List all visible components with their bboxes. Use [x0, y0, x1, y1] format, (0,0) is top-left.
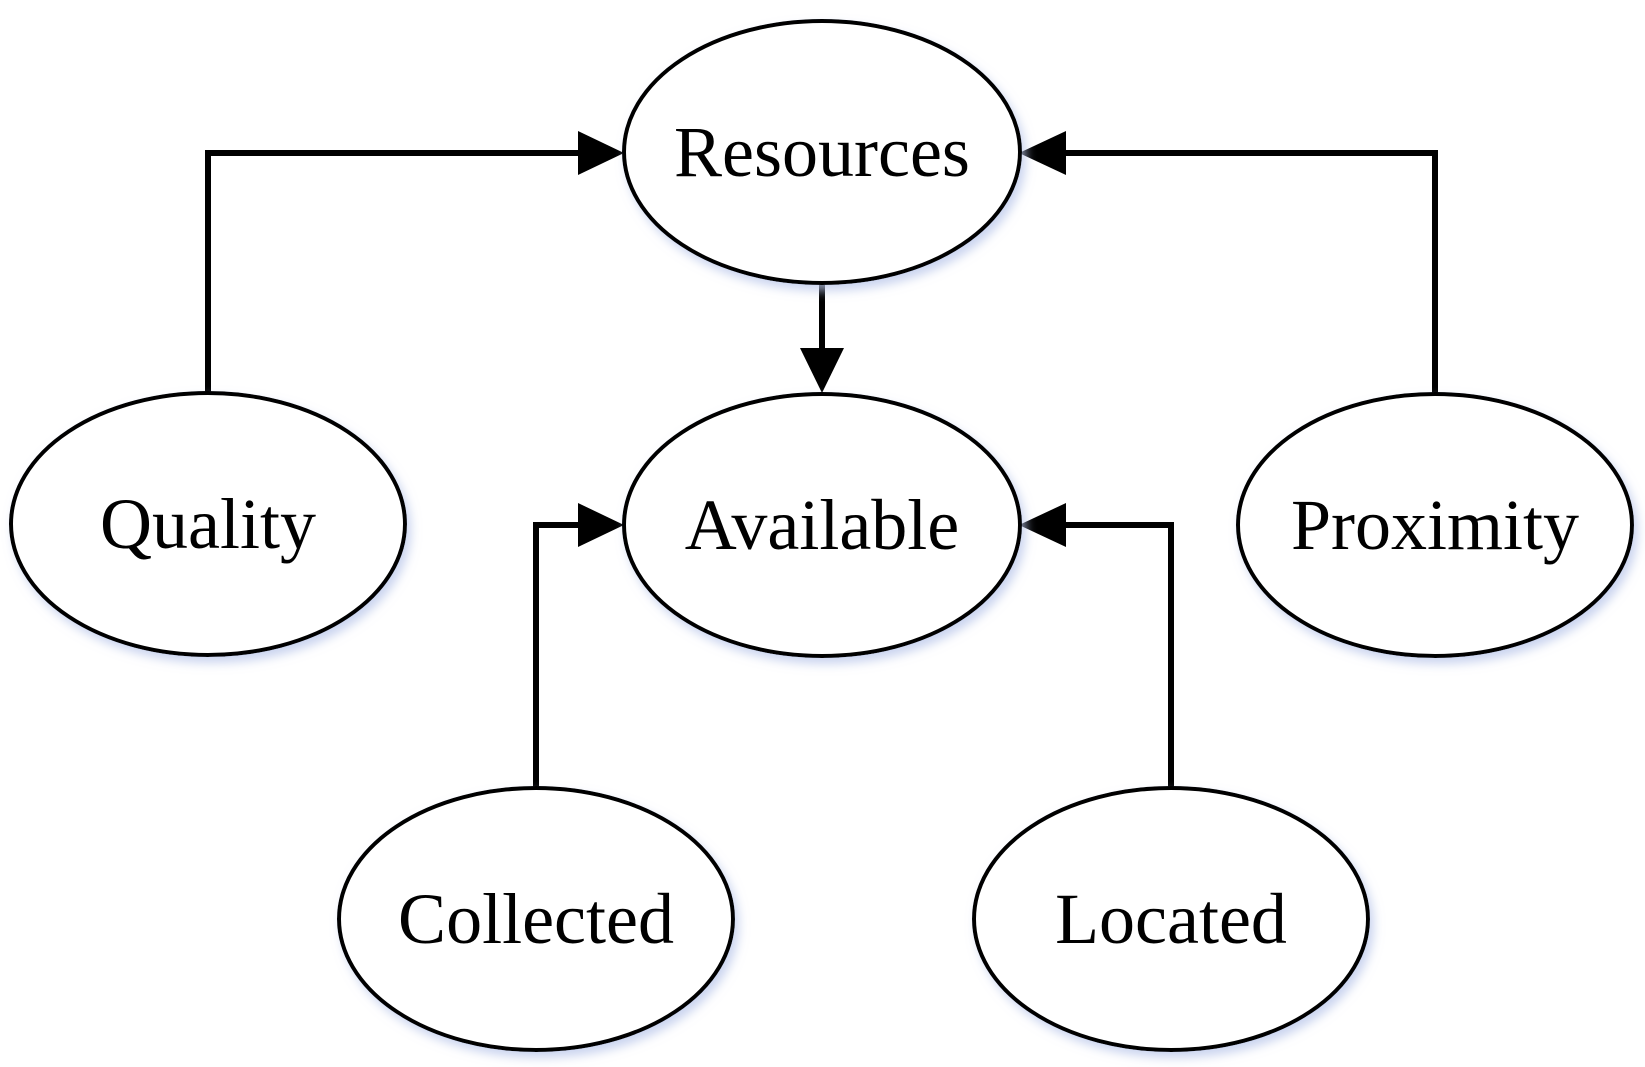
node-proximity-label: Proximity [1291, 485, 1579, 565]
arrowhead-proximity-to-resources [1019, 131, 1066, 175]
node-quality: Quality [9, 391, 407, 657]
edge-located-to-available [1066, 522, 1174, 788]
node-located-shape [972, 786, 1370, 1052]
node-located: Located [972, 786, 1370, 1052]
edges [205, 131, 1438, 788]
node-resources-shape [622, 19, 1022, 285]
node-proximity: Proximity [1236, 392, 1634, 658]
node-proximity-shape [1236, 392, 1634, 658]
node-collected-shape [337, 786, 735, 1052]
node-available-label: Available [685, 485, 960, 565]
node-collected-label: Collected [398, 879, 674, 959]
node-available: Available [622, 392, 1022, 658]
node-resources: Resources [622, 19, 1022, 285]
node-resources-label: Resources [674, 112, 970, 192]
node-quality-label: Quality [100, 484, 316, 564]
arrowhead-located-to-available [1019, 503, 1066, 547]
edge-proximity-to-resources [1066, 150, 1438, 395]
arrowhead-resources-to-available [800, 348, 844, 393]
edge-quality-to-resources [205, 150, 578, 392]
arrowhead-quality-to-resources [578, 131, 624, 175]
arrowhead-collected-to-available [578, 503, 624, 547]
node-located-label: Located [1055, 879, 1287, 959]
node-available-shape [622, 392, 1022, 658]
node-quality-shape [9, 391, 407, 657]
edge-collected-to-available [533, 522, 578, 788]
node-collected: Collected [337, 786, 735, 1052]
